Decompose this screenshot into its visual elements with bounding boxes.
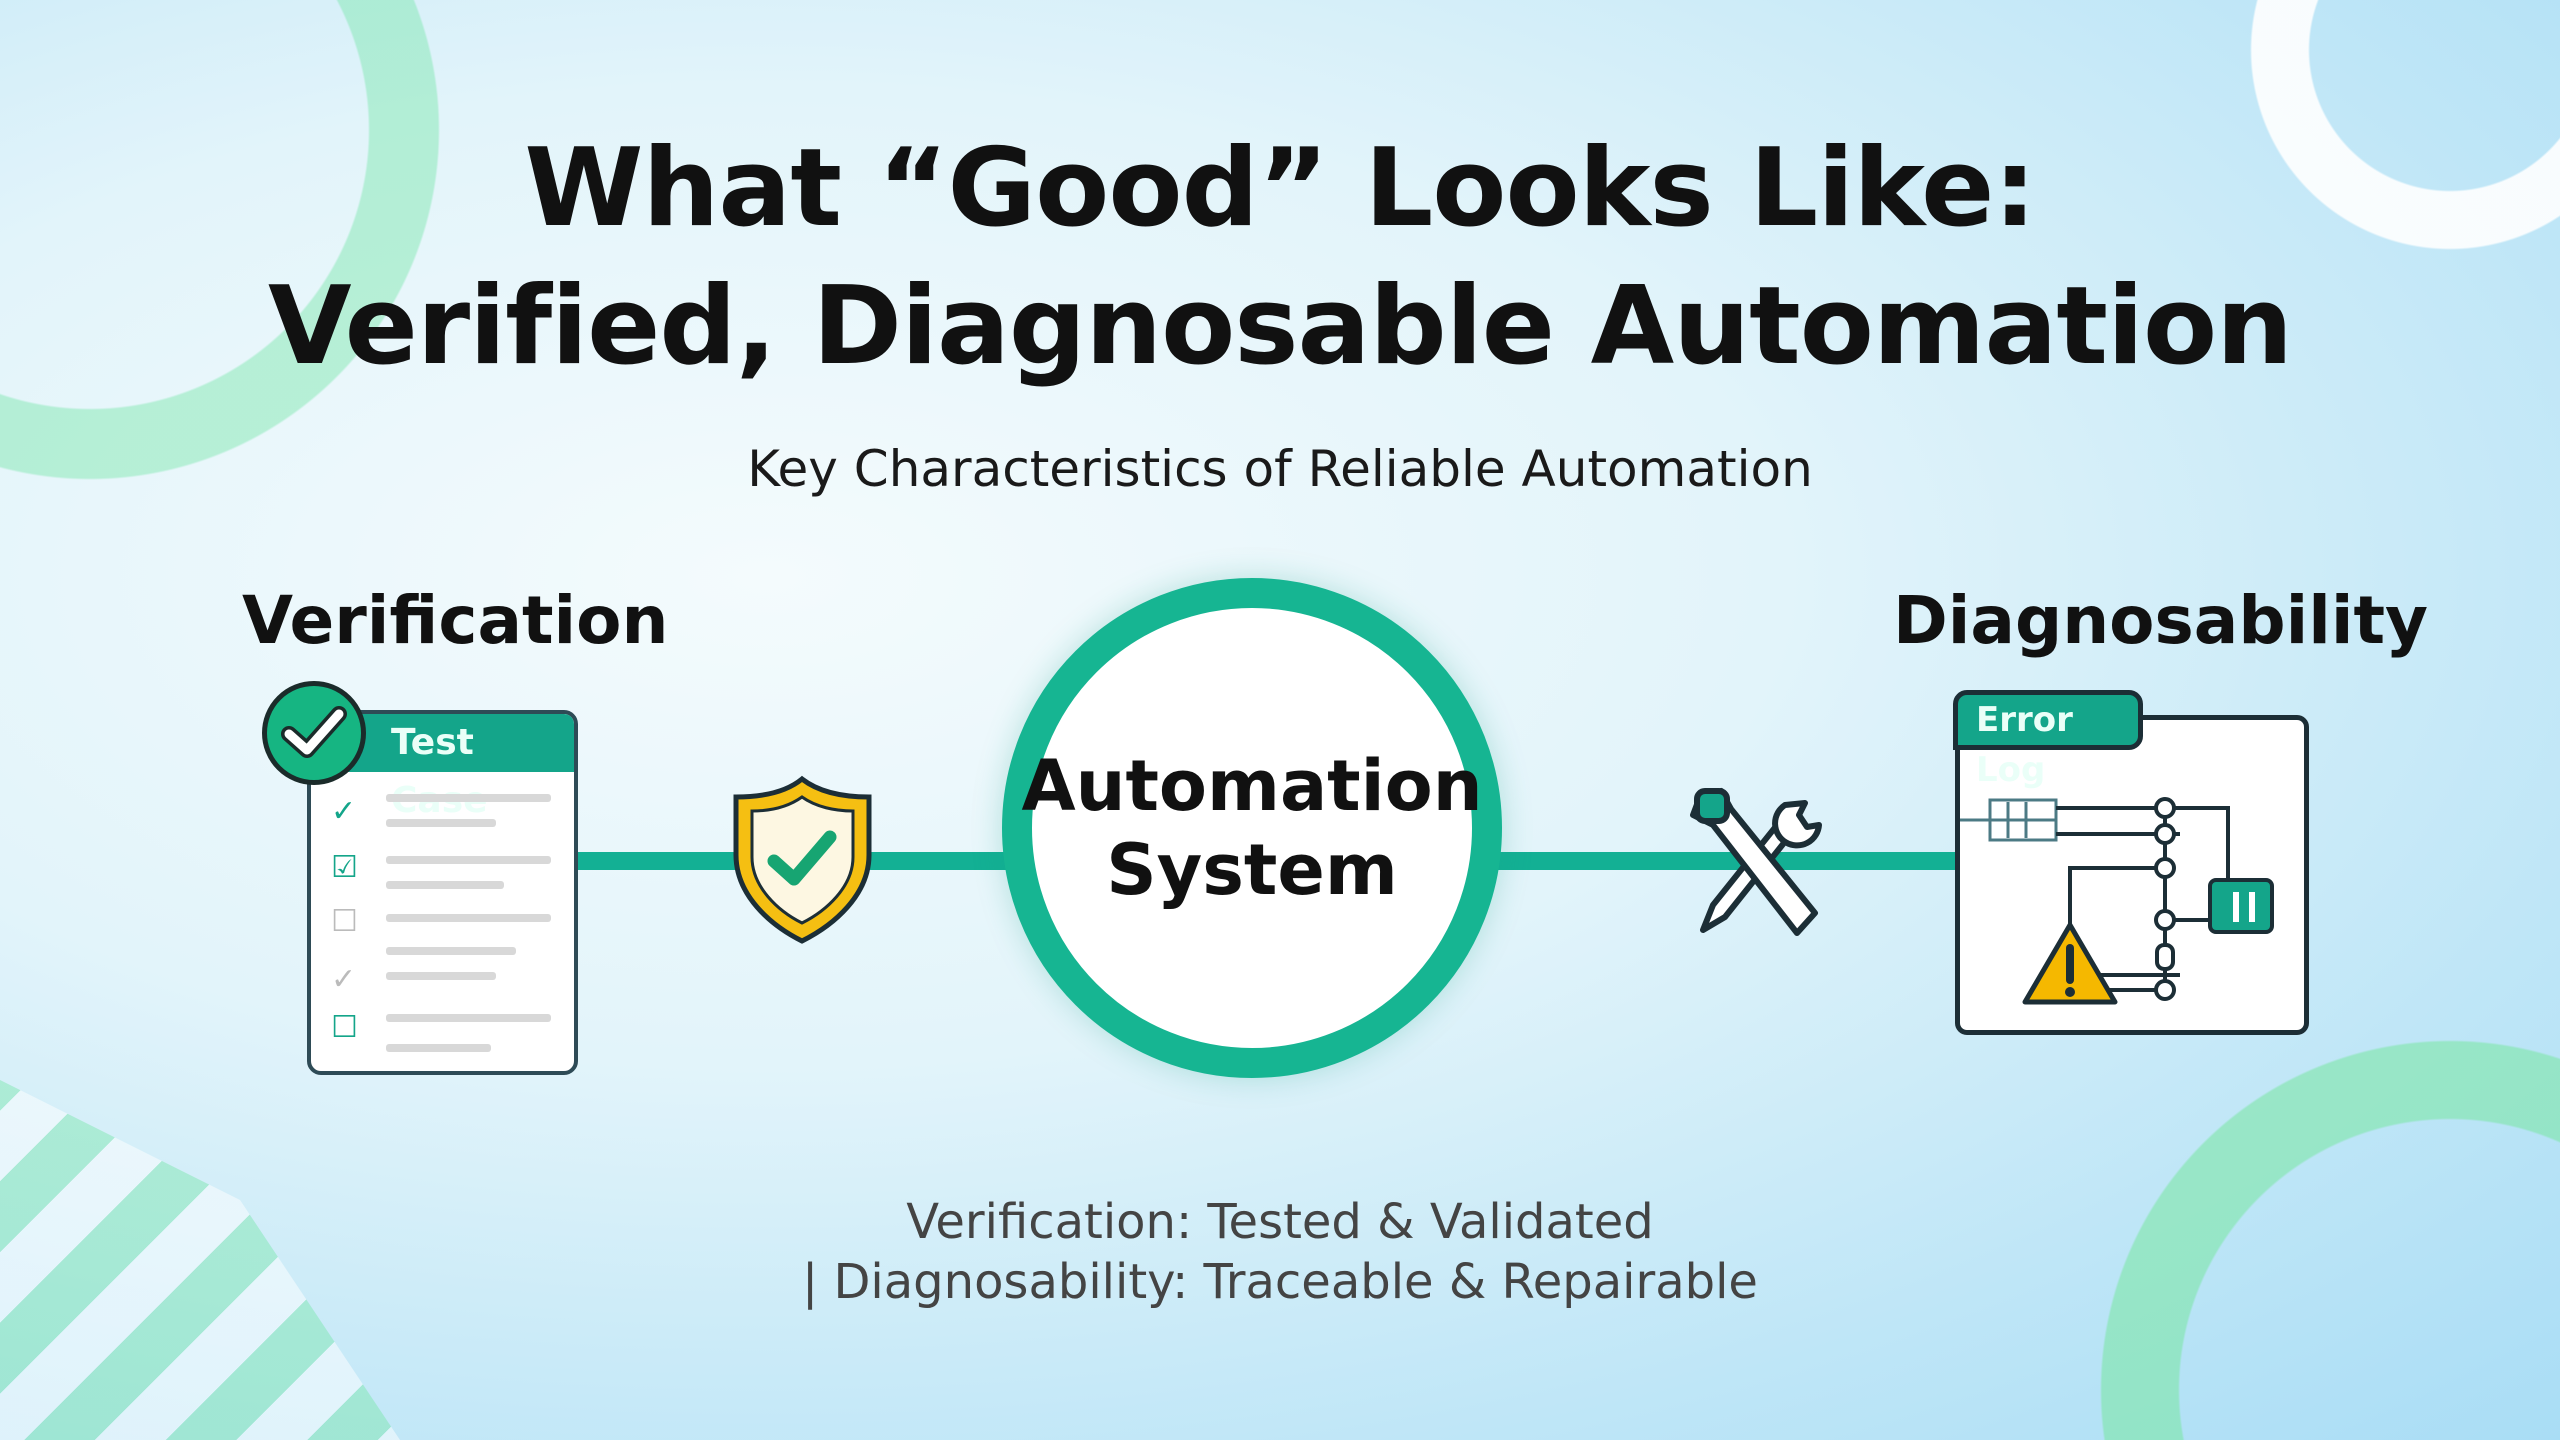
page-title: What “Good” Looks Like: Verified, Diagno…: [0, 120, 2560, 396]
summary-line-1: Verification: Tested & Validated: [906, 1194, 1654, 1250]
summary-line-2: | Diagnosability: Traceable & Repairable: [802, 1254, 1758, 1310]
checkbox-icon: ☐: [331, 1010, 358, 1045]
verification-heading: Verification: [242, 582, 669, 659]
log-diagram: [1960, 797, 2274, 1005]
chart-icon: [2208, 878, 2274, 934]
tools-icon: [1685, 785, 1835, 949]
check-icon: ✓: [331, 794, 357, 829]
error-log-title: Error Log: [1953, 690, 2143, 790]
title-line-2: Verified, Diagnosable Automation: [267, 264, 2293, 389]
checkbox-checked-icon: ☑: [331, 850, 358, 885]
test-case-card: Test Case ✓ ☑ ☐ ✓ ☐: [307, 710, 578, 1075]
checkbox-icon: ☐: [331, 904, 358, 939]
error-log-card: [1955, 715, 2309, 1035]
hub-label-line-1: Automation: [1021, 745, 1483, 827]
diagnosability-heading: Diagnosability: [1893, 582, 2429, 659]
summary-text: Verification: Tested & Validated | Diagn…: [0, 1192, 2560, 1312]
checkmark-badge-icon: [262, 681, 366, 785]
check-faded-icon: ✓: [331, 962, 357, 997]
hub-label-line-2: System: [1106, 829, 1398, 911]
title-line-1: What “Good” Looks Like:: [524, 126, 2036, 251]
automation-system-hub: Automation System: [1002, 578, 1502, 1078]
subtitle: Key Characteristics of Reliable Automati…: [747, 440, 1813, 498]
shield-check-icon: [730, 775, 875, 949]
